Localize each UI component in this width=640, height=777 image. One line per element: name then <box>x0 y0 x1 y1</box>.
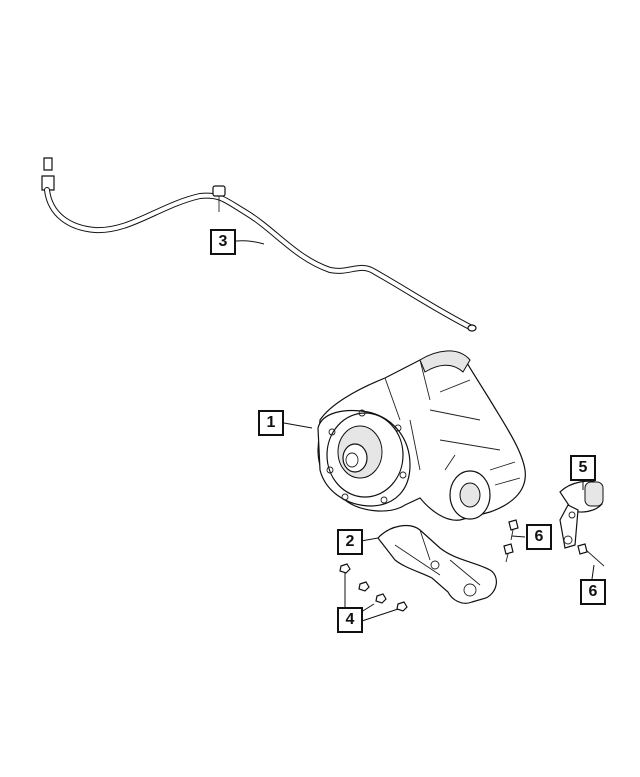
mounting-bracket <box>377 524 497 604</box>
callout-1: 1 <box>258 410 284 436</box>
callout-6-lower: 6 <box>580 579 606 605</box>
callout-5: 5 <box>570 455 596 481</box>
callout-4: 4 <box>337 607 363 633</box>
transfer-case <box>317 350 526 521</box>
callout-6-upper: 6 <box>526 524 552 550</box>
callout-2: 2 <box>337 529 363 555</box>
vent-hose <box>41 157 477 332</box>
bolts <box>503 519 605 567</box>
nuts <box>339 563 408 612</box>
actuator-motor <box>559 480 604 549</box>
callout-3: 3 <box>210 229 236 255</box>
